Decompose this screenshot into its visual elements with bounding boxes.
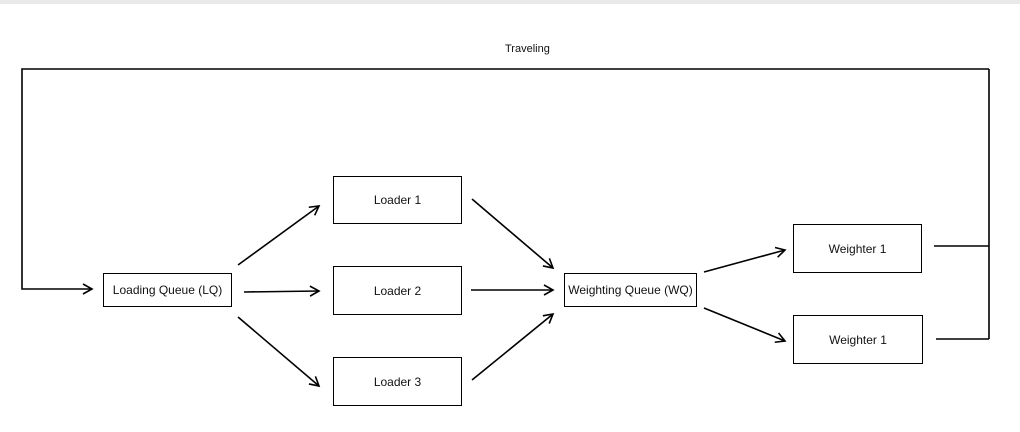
edge-loader1-to-wq: [471, 198, 555, 270]
edge-lq-to-loader2: [243, 285, 321, 297]
top-divider: [0, 0, 1020, 4]
node-loading-queue: Loading Queue (LQ): [103, 273, 232, 307]
node-loader-2: Loader 2: [333, 266, 462, 315]
node-weighting-queue: Weighting Queue (WQ): [564, 273, 697, 307]
edge-lq-to-loader1: [237, 205, 321, 266]
node-loader-1: Loader 1: [333, 176, 462, 224]
edge-label-traveling: Traveling: [505, 43, 550, 55]
edge-lq-to-loader3: [237, 316, 321, 388]
edge-wq-to-weighter-bottom: [703, 307, 787, 344]
node-weighter-bottom: Weighter 1: [793, 315, 923, 364]
edge-loader3-to-wq: [471, 312, 555, 381]
node-weighter-top: Weighter 1: [793, 224, 922, 273]
edge-wq-to-weighter-top: [703, 246, 787, 273]
node-loader-3: Loader 3: [333, 357, 462, 406]
edge-traveling-loop: [21, 68, 989, 295]
